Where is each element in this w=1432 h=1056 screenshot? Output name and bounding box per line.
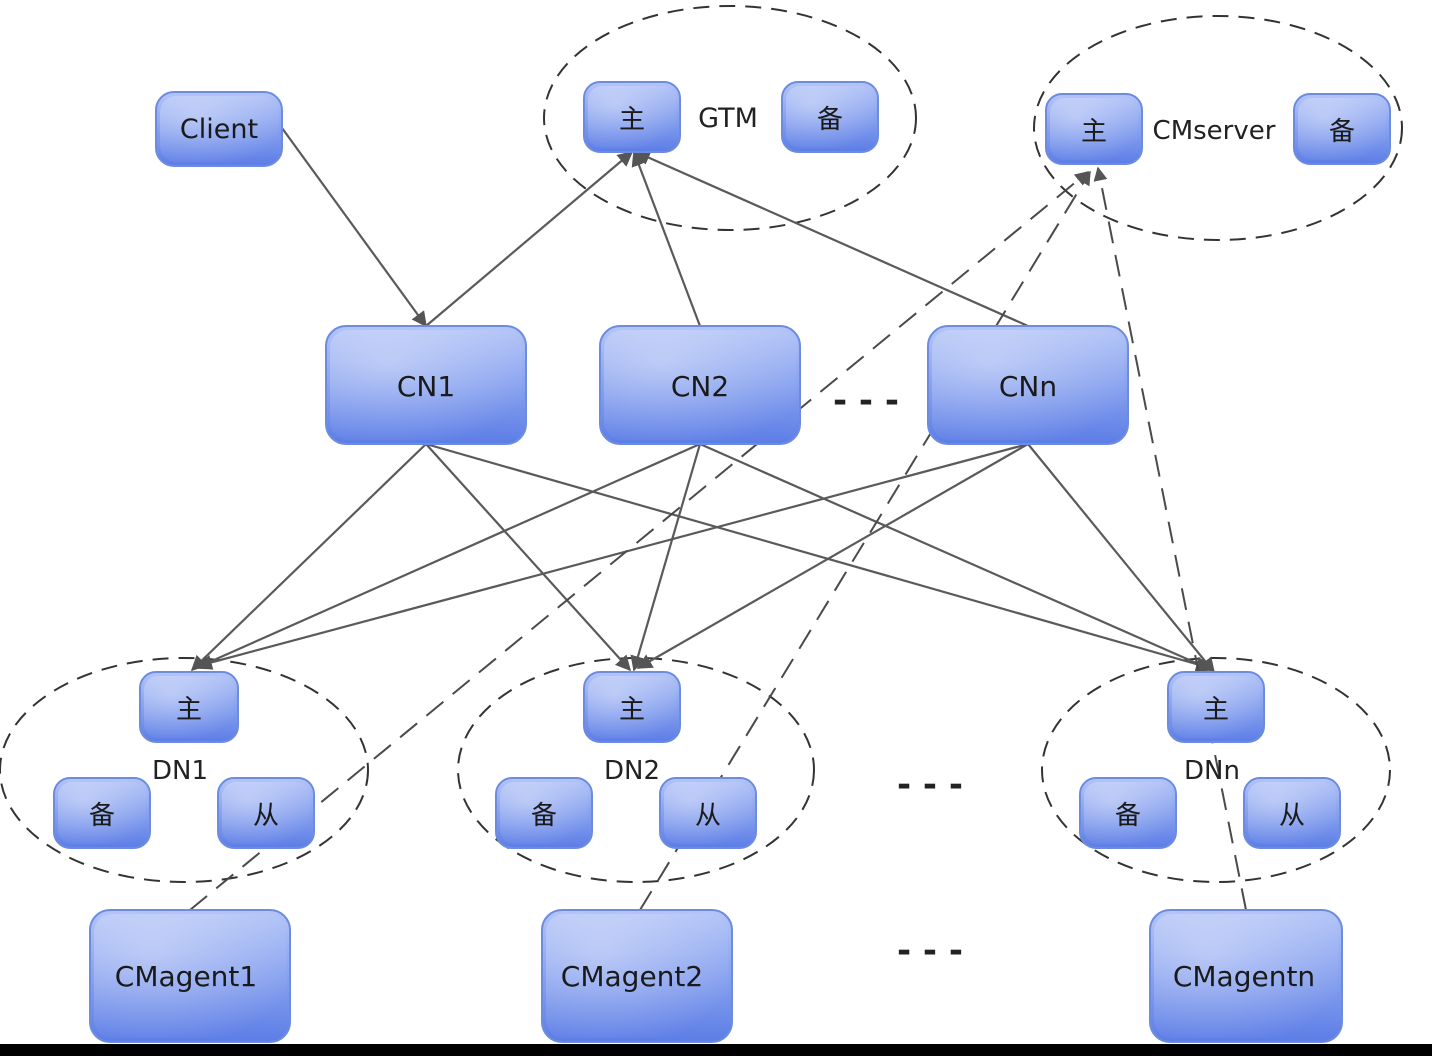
dn1-label: DN1 (152, 756, 208, 786)
cmagent1-label: CMagent1 (115, 960, 257, 993)
edge-client-cn1 (281, 127, 427, 328)
dnn-group (1041, 657, 1391, 883)
cmserver-standby-node: 备 (1293, 93, 1391, 165)
gtm-standby-node: 备 (781, 81, 879, 153)
dnn-primary-node: 主 (1167, 671, 1265, 743)
dnn-standby-node: 备 (1079, 777, 1177, 849)
cn1-node: CN1 (325, 325, 527, 445)
ellipsis-dn-row: - - - (897, 765, 963, 805)
cmserver-label: CMserver (1153, 116, 1276, 146)
edge-cnn-gtm (634, 150, 1029, 328)
gtm-label: GTM (698, 103, 758, 134)
cn2-node: CN2 (599, 325, 801, 445)
dn2-secondary-node: 从 (659, 777, 757, 849)
dn2-label: DN2 (604, 756, 660, 786)
dn1-secondary-node: 从 (217, 777, 315, 849)
dn1-standby-label: 备 (89, 801, 115, 831)
edge-cmagentn-cmserver (1093, 166, 1247, 911)
cmagentn-label: CMagentn (1173, 960, 1315, 993)
cn2-label: CN2 (671, 370, 729, 403)
ellipsis-cn-row: - - - (833, 381, 899, 421)
dn2-primary-label: 主 (619, 695, 645, 725)
nodes: Client CN1 CN2 CNn 主 GTM 备 (53, 81, 1391, 1043)
gtm-standby-label: 备 (817, 105, 843, 135)
ellipsis-markers: - - - - - - - - - (833, 381, 963, 971)
dnn-secondary-label: 从 (1279, 801, 1305, 831)
cmagent1-node: CMagent1 (89, 909, 291, 1043)
dnn-primary-label: 主 (1203, 695, 1229, 725)
cmserver-primary-label: 主 (1081, 117, 1107, 147)
dn1-primary-node: 主 (139, 671, 239, 743)
cmserver-primary-node: 主 (1045, 93, 1143, 165)
gtm-primary-label: 主 (619, 105, 645, 135)
edge-cn1-dn1 (190, 443, 427, 672)
edge-cn1-dn2 (425, 443, 632, 672)
dnn-standby-label: 备 (1115, 801, 1141, 831)
client-label: Client (180, 114, 258, 145)
cmagent2-node: CMagent2 (541, 909, 733, 1043)
gtm-primary-node: 主 (583, 81, 681, 153)
cn1-label: CN1 (397, 370, 455, 403)
edge-cnn-dnn (1027, 443, 1215, 674)
bottom-border-bar (0, 1044, 1432, 1056)
cnn-node: CNn (927, 325, 1129, 445)
dnn-secondary-node: 从 (1243, 777, 1341, 849)
dn2-standby-node: 备 (495, 777, 593, 849)
cmserver-standby-label: 备 (1329, 117, 1355, 147)
edge-cn2-dn1 (194, 442, 701, 670)
dn2-standby-label: 备 (531, 801, 557, 831)
dn2-primary-node: 主 (583, 671, 681, 743)
dn1-primary-label: 主 (176, 695, 202, 725)
dn1-group (0, 657, 369, 883)
solid-edges (190, 127, 1215, 674)
dn1-standby-node: 备 (53, 777, 151, 849)
cmagent2-label: CMagent2 (561, 960, 703, 993)
edge-cn1-dnn (425, 442, 1212, 672)
dnn-label: DNn (1184, 756, 1240, 786)
edge-cn2-gtm (631, 150, 702, 327)
gtm-group (543, 5, 917, 231)
edge-cnn-dn2 (636, 443, 1029, 669)
edge-cn1-gtm (425, 151, 634, 327)
cnn-label: CNn (999, 370, 1057, 403)
dn1-secondary-label: 从 (253, 801, 279, 831)
edge-cmagent1-cmserver (189, 171, 1090, 911)
edge-cn2-dnn (699, 442, 1214, 672)
edge-cnn-dn1 (196, 442, 1029, 670)
cmserver-group (1033, 15, 1403, 241)
dn2-secondary-label: 从 (695, 801, 721, 831)
cmagentn-node: CMagentn (1149, 909, 1343, 1043)
ellipsis-cmagent-row: - - - (897, 931, 963, 971)
edge-cn2-dn2 (630, 443, 702, 672)
client-node: Client (155, 91, 283, 167)
